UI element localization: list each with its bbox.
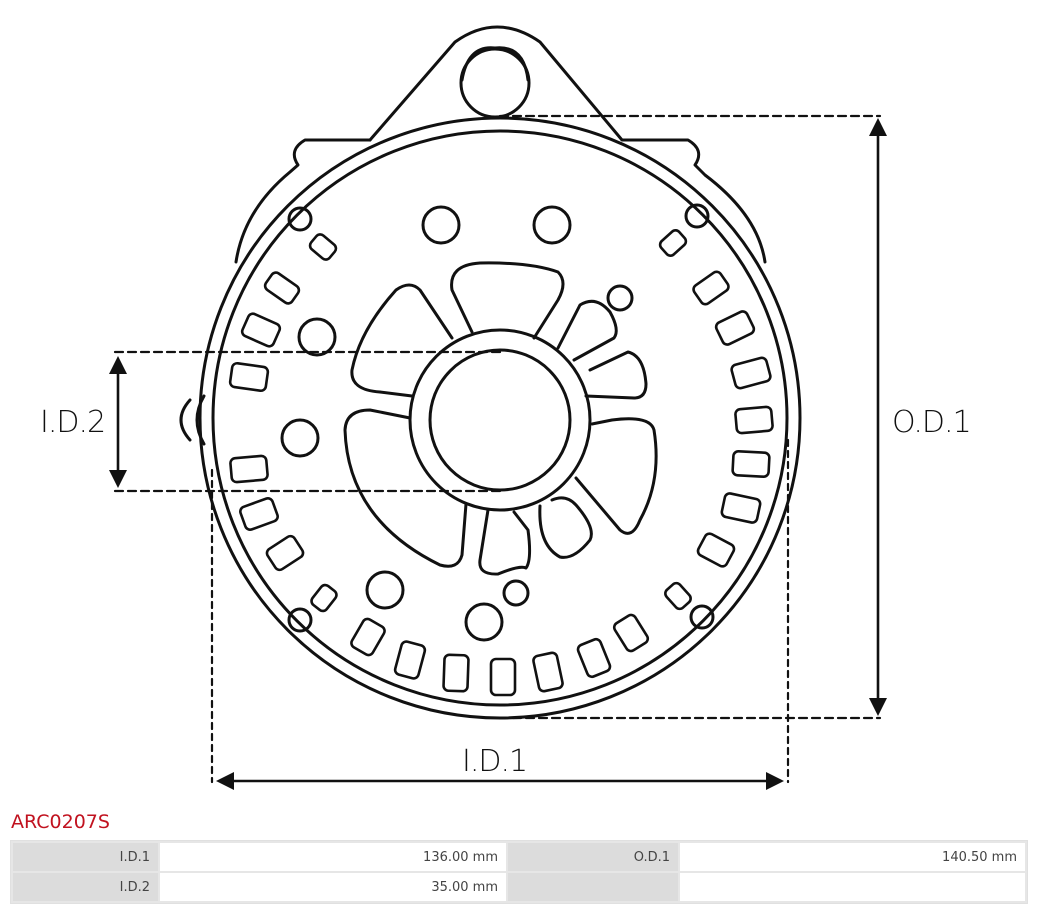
dimension-arrowheads bbox=[109, 118, 887, 790]
center-bore bbox=[408, 328, 592, 512]
spec-value: 136.00 mm bbox=[160, 843, 506, 871]
id2-dimension-label: I.D.2 bbox=[40, 405, 105, 440]
spec-label: I.D.1 bbox=[13, 843, 158, 871]
table-row: I.D.2 35.00 mm bbox=[13, 873, 1025, 901]
housing-outline bbox=[179, 25, 767, 446]
mounting-ear-hole bbox=[459, 46, 531, 119]
spec-label bbox=[508, 873, 678, 901]
dimension-lines bbox=[113, 114, 882, 784]
spec-value bbox=[680, 873, 1025, 901]
bolt-holes bbox=[280, 203, 715, 642]
id1-dimension-label: I.D.1 bbox=[462, 744, 527, 779]
od1-dimension-label: O.D.1 bbox=[892, 405, 971, 440]
spec-label: O.D.1 bbox=[508, 843, 678, 871]
ventilation-windows bbox=[343, 261, 658, 576]
spec-value: 140.50 mm bbox=[680, 843, 1025, 871]
specifications-table: I.D.1 136.00 mm O.D.1 140.50 mm I.D.2 35… bbox=[10, 840, 1028, 904]
spec-value: 35.00 mm bbox=[160, 873, 506, 901]
spec-label: I.D.2 bbox=[13, 873, 158, 901]
technical-drawing: I.D.2 O.D.1 I.D.1 bbox=[40, 25, 972, 790]
table-row: I.D.1 136.00 mm O.D.1 140.50 mm bbox=[13, 843, 1025, 871]
part-code-title: ARC0207S bbox=[11, 811, 110, 833]
cooling-slots bbox=[228, 229, 774, 697]
